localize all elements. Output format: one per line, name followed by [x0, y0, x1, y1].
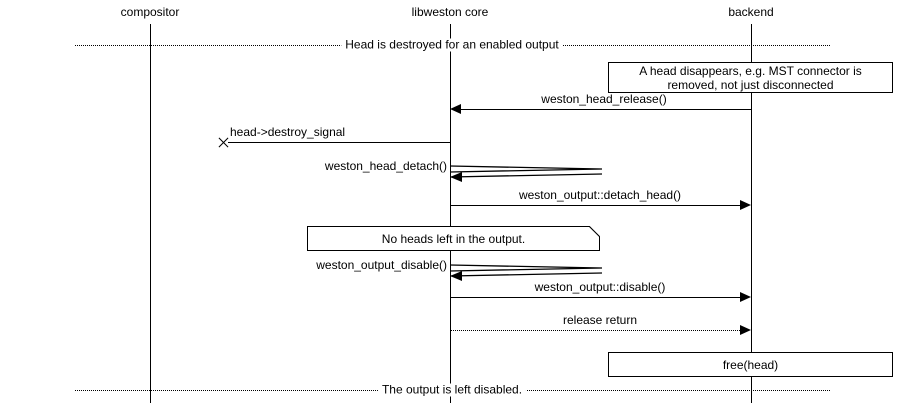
- participant-label-libweston-core: libweston core: [411, 5, 489, 19]
- box-free-head: free(head): [608, 352, 893, 377]
- lifeline-compositor: [150, 24, 151, 403]
- destruction-x-icon-compositor: [217, 136, 230, 149]
- message-line-weston-output-disable-impl: [450, 297, 740, 298]
- message-line-weston-head-release: [461, 109, 751, 110]
- self-message-weston-head-detach: [449, 160, 610, 186]
- lifeline-backend: [751, 24, 752, 403]
- message-label-weston-head-release: weston_head_release(): [541, 92, 667, 106]
- arrowhead-right-icon-weston-output-detach-head: [740, 200, 751, 210]
- arrowhead-left-icon-weston-head-release: [450, 104, 461, 114]
- box-free-head-text: free(head): [722, 357, 779, 372]
- message-line-weston-output-detach-head: [450, 205, 740, 206]
- divider-caption-bottom: The output is left disabled.: [377, 383, 527, 397]
- note-no-heads-left-text: No heads left in the output.: [381, 231, 526, 246]
- message-label-weston-output-disable-impl: weston_output::disable(): [534, 280, 666, 294]
- message-label-head-destroy-signal: head->destroy_signal: [230, 125, 346, 139]
- arrowhead-right-icon-weston-output-disable-impl: [740, 292, 751, 302]
- note-head-disappears: A head disappears, e.g. MST connector is…: [608, 62, 893, 93]
- note-fold-corner-icon: [589, 226, 600, 237]
- message-label-release-return: release return: [562, 313, 638, 327]
- message-label-weston-output-disable: weston_output_disable(): [316, 258, 447, 272]
- message-line-head-destroy-signal: [228, 142, 450, 143]
- arrowhead-right-icon-release-return: [740, 325, 751, 335]
- message-label-weston-head-detach: weston_head_detach(): [324, 159, 447, 173]
- message-label-weston-output-detach-head: weston_output::detach_head(): [518, 188, 682, 202]
- note-head-disappears-text: A head disappears, e.g. MST connector is…: [639, 63, 862, 92]
- message-line-release-return: [450, 330, 740, 331]
- divider-caption-top: Head is destroyed for an enabled output: [341, 38, 563, 52]
- lifeline-libweston-core: [450, 24, 451, 403]
- participant-label-backend: backend: [728, 5, 774, 19]
- note-no-heads-left: No heads left in the output.: [307, 226, 600, 251]
- self-message-weston-output-disable: [449, 259, 610, 285]
- participant-label-compositor: compositor: [120, 5, 180, 19]
